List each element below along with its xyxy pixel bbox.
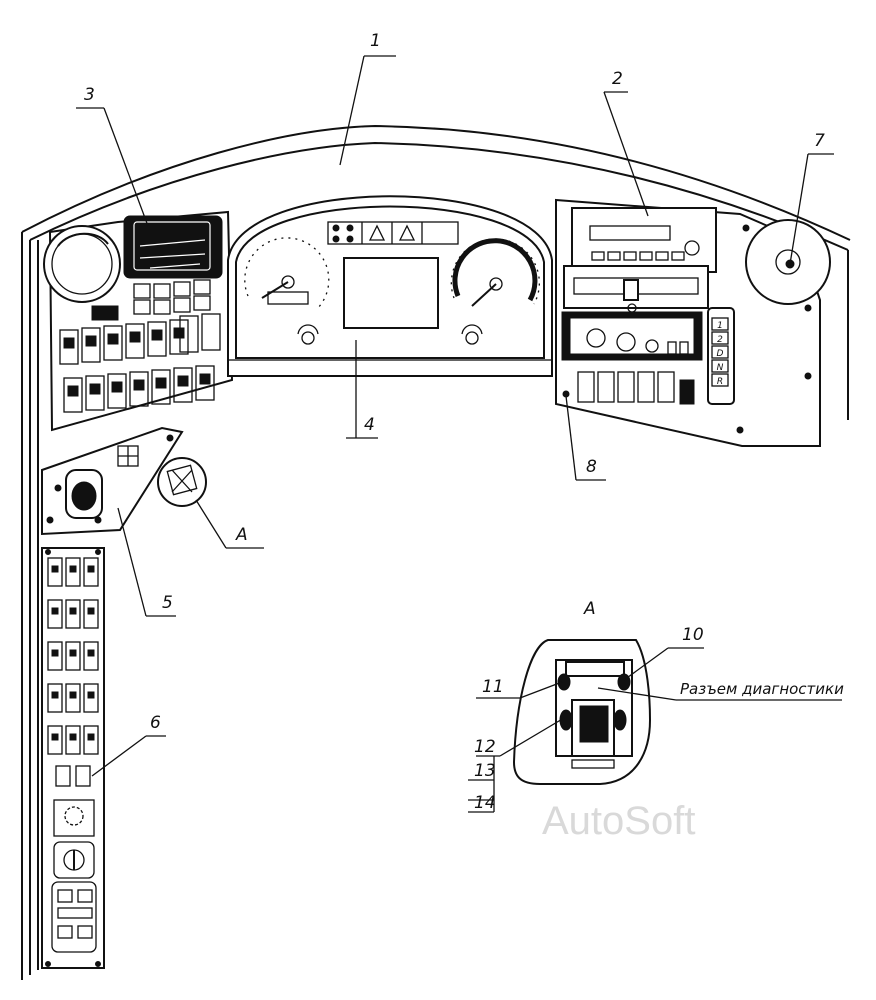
connector-label: Разъем диагностики: [680, 680, 844, 698]
light-switch-icon: [91, 305, 119, 321]
speedometer-gauge: [244, 237, 330, 345]
lower-panel-5: [41, 426, 184, 536]
radio-unit: [571, 207, 717, 273]
gear-position-n: N: [717, 363, 724, 373]
diagnostic-socket: [157, 457, 207, 507]
callout-2: 2: [612, 69, 623, 89]
right-switch-row: [577, 371, 695, 405]
side-panel-6: [41, 547, 105, 969]
side-switch-grid: [47, 557, 99, 787]
climate-control-unit: [561, 311, 703, 361]
detail-callout-13: 13: [474, 761, 496, 781]
gear-position-1: 1: [717, 321, 723, 331]
detail-title: A: [583, 599, 596, 619]
tachograph-unit: [563, 265, 709, 313]
detail-callout-11: 11: [482, 677, 504, 697]
instrument-cluster: [227, 195, 553, 377]
detail-callout-10: 10: [682, 625, 704, 645]
callout-7: 7: [814, 131, 825, 151]
display-unit-3: [123, 215, 223, 279]
dashboard-outline: [21, 124, 851, 980]
control-buttons: [133, 279, 211, 315]
detail-view-a: A 10 11 12 13 14 Разъем диагностики: [468, 599, 844, 813]
leader-lines: [76, 55, 834, 777]
center-display: [343, 257, 439, 329]
callout-5: 5: [162, 593, 173, 613]
callout-6: 6: [150, 713, 161, 733]
gear-position-2: 2: [717, 335, 723, 345]
left-switch-panel: [43, 210, 234, 432]
side-rotary-controls: [51, 799, 97, 953]
warning-lamps: [327, 221, 459, 245]
detail-callout-12: 12: [474, 737, 496, 757]
round-control-7: [745, 219, 831, 305]
callout-4: 4: [364, 415, 375, 435]
rocker-switch-rows: [59, 313, 221, 413]
callout-1: 1: [370, 31, 381, 51]
tachometer-gauge: [450, 238, 541, 345]
callout-8: 8: [586, 457, 597, 477]
watermark: AutoSoft: [542, 799, 695, 843]
callout-a: A: [235, 525, 248, 545]
detail-callout-14: 14: [474, 793, 496, 813]
gear-position-d: D: [717, 349, 724, 359]
gear-position-r: R: [717, 377, 723, 387]
callout-3: 3: [84, 85, 95, 105]
gearbox-selector: 1 2 D N R: [707, 307, 735, 405]
